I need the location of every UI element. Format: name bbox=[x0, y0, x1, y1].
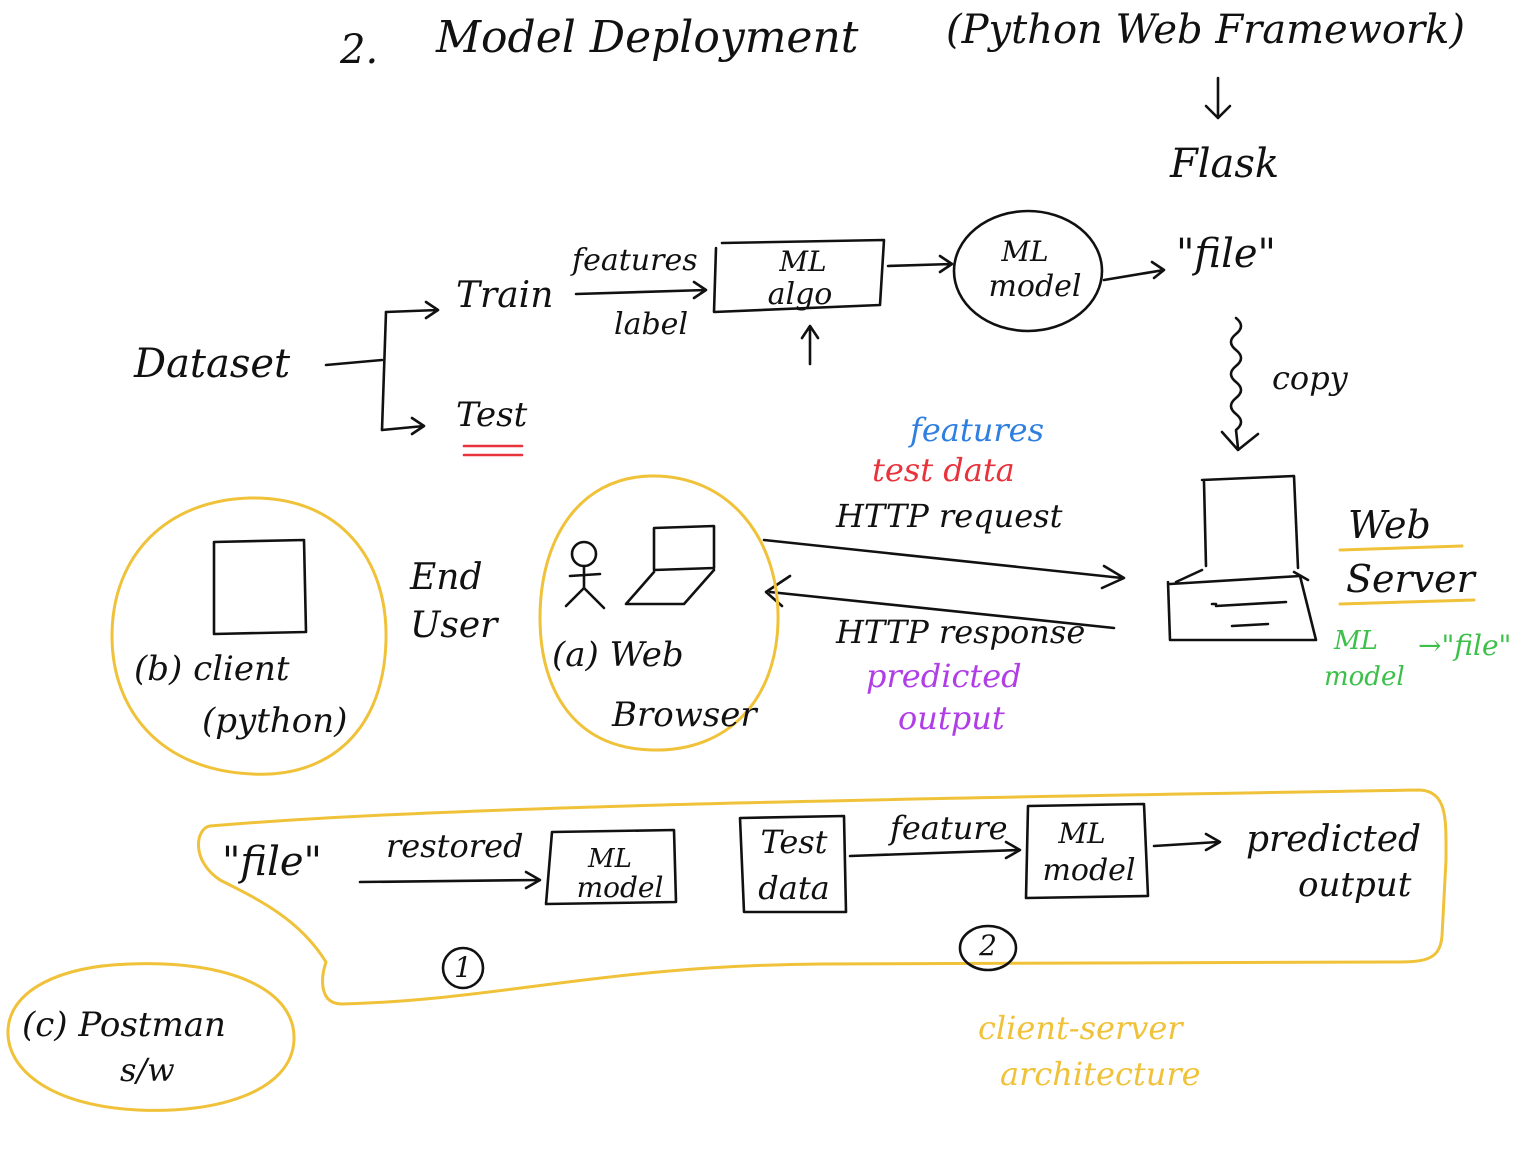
http-predicted-label: predicted bbox=[866, 657, 1022, 695]
title-number: 2. bbox=[340, 27, 379, 73]
arrow-to-test bbox=[380, 416, 426, 436]
client-b-label2: (python) bbox=[202, 701, 348, 741]
architecture-note-line1: client-server bbox=[978, 1009, 1183, 1047]
step-1-label: 1 bbox=[454, 951, 472, 984]
end-user-line2: User bbox=[410, 605, 498, 646]
test-data-box bbox=[738, 814, 848, 914]
step-1-circle bbox=[441, 946, 485, 990]
predicted-output-line1: predicted bbox=[1246, 819, 1422, 860]
train-label: Train bbox=[456, 275, 554, 316]
ml-algo-line1: ML bbox=[779, 245, 827, 278]
model-to-file-arrow bbox=[1102, 260, 1166, 282]
test-label: Test bbox=[456, 395, 528, 435]
client-python-box bbox=[212, 538, 308, 636]
client-c-label2: s/w bbox=[120, 1051, 175, 1089]
server-base bbox=[1166, 568, 1318, 642]
client-a-label2: Browser bbox=[612, 695, 757, 735]
dataset-label: Dataset bbox=[134, 341, 291, 387]
server-note-ml: ML bbox=[1334, 626, 1378, 656]
feature-arrow bbox=[848, 840, 1022, 860]
web-server-line2: Server bbox=[1346, 557, 1475, 601]
client-a-label: (a) Web bbox=[552, 635, 684, 675]
http-features-label: features bbox=[910, 411, 1044, 449]
framework-to-flask-arrow bbox=[1204, 76, 1232, 120]
flask-label: Flask bbox=[1170, 141, 1280, 187]
client-python-circle bbox=[110, 496, 388, 776]
ml-model-line1: ML bbox=[1001, 235, 1049, 268]
restored-arrow bbox=[358, 870, 542, 890]
features-label: features bbox=[572, 243, 698, 278]
http-response-label: HTTP response bbox=[836, 613, 1086, 651]
test-data-line1: Test bbox=[760, 823, 828, 861]
user-figure-head bbox=[570, 540, 598, 568]
ml-model-2-box bbox=[1024, 802, 1150, 900]
server-monitor bbox=[1200, 474, 1300, 570]
algo-up-arrow bbox=[800, 324, 820, 366]
copy-arrowhead bbox=[1220, 430, 1260, 452]
ml-algo-box bbox=[712, 238, 886, 314]
end-user-line1: End bbox=[410, 557, 483, 598]
file-label: "file" bbox=[1176, 231, 1276, 277]
client-server-region bbox=[197, 788, 1448, 1006]
http-output-label: output bbox=[898, 699, 1005, 737]
client-c-label: (c) Postman bbox=[22, 1005, 226, 1045]
ml-model-circle bbox=[952, 209, 1104, 333]
arrow-to-train bbox=[384, 300, 440, 320]
ml-model-2-line2: model bbox=[1042, 853, 1136, 888]
bottom-file-label: "file" bbox=[222, 839, 322, 885]
to-output-arrow bbox=[1152, 832, 1222, 852]
client-b-label: (b) client bbox=[134, 649, 290, 689]
web-underline bbox=[1338, 544, 1464, 552]
restored-label: restored bbox=[386, 827, 524, 865]
ml-model-1-box bbox=[544, 828, 678, 906]
predicted-output-line2: output bbox=[1298, 865, 1412, 905]
page-title: Model Deployment bbox=[436, 12, 859, 63]
user-figure-body bbox=[564, 564, 606, 610]
laptop-base bbox=[624, 568, 716, 606]
features-arrow bbox=[574, 280, 708, 300]
server-underline bbox=[1338, 598, 1476, 606]
ml-model-line2: model bbox=[988, 269, 1082, 304]
split-bracket bbox=[380, 310, 388, 432]
http-test-data-label: test data bbox=[872, 451, 1015, 489]
web-server-line1: Web bbox=[1348, 503, 1431, 547]
copy-squiggle bbox=[1229, 316, 1243, 450]
postman-circle bbox=[6, 962, 296, 1112]
server-note-model: model bbox=[1324, 662, 1405, 692]
step-2-circle bbox=[958, 924, 1018, 972]
label-label: label bbox=[614, 307, 689, 342]
test-data-line2: data bbox=[758, 869, 830, 907]
server-note-file: →"file" bbox=[1418, 629, 1512, 662]
http-request-label: HTTP request bbox=[836, 497, 1063, 535]
dataset-connector bbox=[324, 358, 384, 367]
feature-label: feature bbox=[890, 809, 1008, 847]
ml-algo-line2: algo bbox=[767, 277, 833, 312]
http-request-arrow bbox=[762, 538, 1126, 590]
ml-model-1-line1: ML bbox=[588, 844, 632, 874]
copy-label: copy bbox=[1272, 359, 1348, 397]
ml-model-2-line1: ML bbox=[1058, 817, 1106, 850]
server-slot bbox=[1210, 600, 1288, 628]
ml-model-1-line2: model bbox=[576, 871, 664, 904]
step-2-label: 2 bbox=[979, 929, 997, 962]
architecture-note-line2: architecture bbox=[1000, 1055, 1201, 1093]
laptop-screen bbox=[652, 524, 716, 572]
web-browser-circle bbox=[538, 474, 780, 752]
algo-to-model-arrow bbox=[886, 254, 954, 274]
title-framework: (Python Web Framework) bbox=[946, 7, 1465, 53]
